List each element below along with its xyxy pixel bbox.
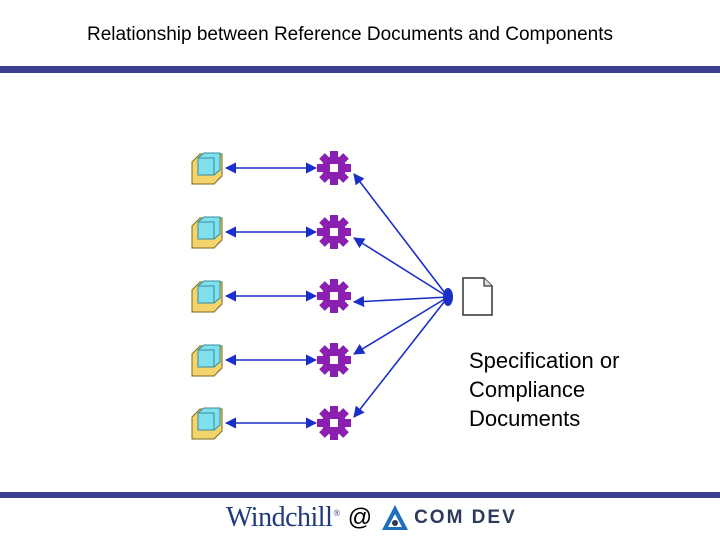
comdev-logo: COM DEV xyxy=(414,507,517,528)
hub-connector xyxy=(443,288,453,306)
reference-arrow xyxy=(353,173,449,298)
cube-icon xyxy=(191,344,223,377)
reference-arrow xyxy=(353,237,449,298)
cube-icon xyxy=(191,152,223,185)
document-icon xyxy=(462,277,493,316)
reference-arrow xyxy=(353,296,449,418)
bottom-divider xyxy=(0,492,720,498)
reference-arrow xyxy=(353,296,449,355)
cube-icon xyxy=(191,216,223,249)
gear-icon xyxy=(317,279,351,313)
reference-arrow xyxy=(352,295,449,308)
at-symbol: @ xyxy=(347,504,373,531)
page-title: Relationship between Reference Documents… xyxy=(87,24,613,45)
gear-icon xyxy=(317,151,351,185)
document-label: Specification or Compliance Documents xyxy=(469,348,620,431)
gear-icon xyxy=(317,406,351,440)
footer-logos: Windchill® @ COM DEV xyxy=(226,500,517,536)
top-divider xyxy=(0,66,720,73)
windchill-logo: Windchill® xyxy=(226,502,340,533)
cube-icon xyxy=(191,407,223,440)
gear-icon xyxy=(317,215,351,249)
cube-icon xyxy=(191,280,223,313)
comdev-mark-icon xyxy=(382,505,409,530)
gear-icon xyxy=(317,343,351,377)
